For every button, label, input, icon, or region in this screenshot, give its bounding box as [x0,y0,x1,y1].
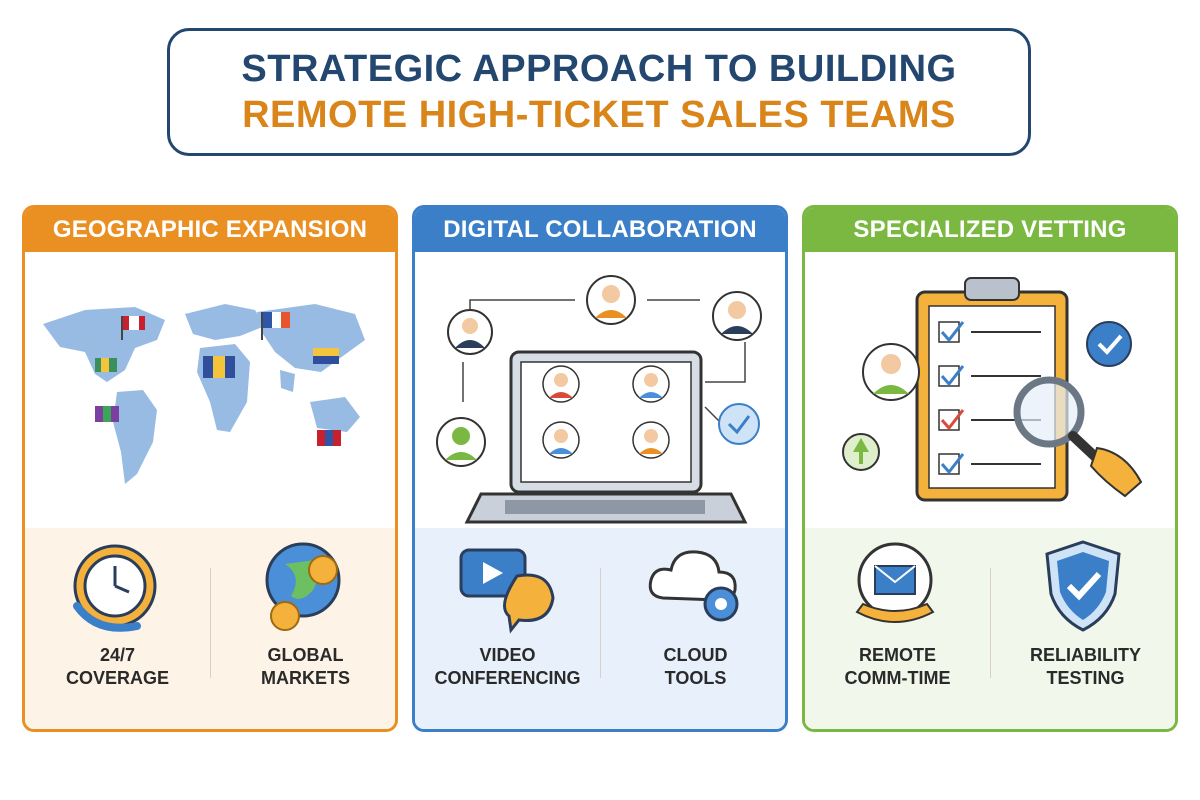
feature-global-markets: GLOBAL MARKETS [213,528,395,729]
feature-label-line1: RELIABILITY [1030,645,1141,665]
avatar [542,421,580,459]
title-line-2: REMOTE HIGH-TICKET SALES TEAMS [242,94,956,136]
divider [990,568,991,678]
flag-icon [121,316,145,340]
feature-cloud-tools: CLOUD TOOLS [603,528,785,729]
feature-24-7-coverage: 24/7 COVERAGE [25,528,210,729]
check-icon [938,321,960,475]
avatar [862,343,920,401]
feature-label-line2: TOOLS [664,668,727,688]
avatar [447,309,493,355]
lightbulb-icon [842,433,880,471]
feature-label-line2: MARKETS [261,668,350,688]
flag-icon [313,348,339,364]
envelope-hand-icon [855,542,935,623]
clipboard-checklist-icon [842,277,1143,502]
panel-header: DIGITAL COLLABORATION [415,208,785,252]
panel-header: GEOGRAPHIC EXPANSION [25,208,395,252]
avatar [542,365,580,403]
features-row: 24/7 COVERAGE GLOBAL MARKETS [25,528,395,729]
panel-specialized-vetting: SPECIALIZED VETTING [802,205,1178,732]
feature-remote-comm-time: REMOTE COMM-TIME [805,528,990,729]
feature-reliability-testing: RELIABILITY TESTING [993,528,1175,729]
feature-label-line1: GLOBAL [267,645,344,665]
avatar [712,291,762,341]
world-map-illustration [25,252,395,534]
globe-coins-icon [265,542,341,631]
flag-icon [261,312,290,340]
cloud-gear-icon [648,550,739,622]
check-badge-icon [1086,321,1132,367]
world-map-icon [43,304,365,484]
flag-icon [317,430,341,446]
panel-digital-collaboration: DIGITAL COLLABORATION [412,205,788,732]
feature-label-line2: COMM-TIME [844,668,951,688]
laptop-network-illustration [415,252,785,534]
avatar [632,365,670,403]
feature-label-line2: COVERAGE [65,668,170,688]
feature-label-line1: VIDEO [479,645,536,665]
avatar [632,421,670,459]
feature-label-line2: CONFERENCING [434,668,581,688]
feature-label-line1: 24/7 [99,645,136,665]
divider [210,568,211,678]
divider [600,568,601,678]
avatar [436,417,486,467]
flag-icon [95,406,119,422]
feature-label-line1: CLOUD [663,645,728,665]
magnifier-icon [1013,376,1143,498]
clock-icon [73,544,157,632]
clipboard-illustration [805,252,1175,534]
panel-geographic-expansion: GEOGRAPHIC EXPANSION [22,205,398,732]
title-line-1: STRATEGIC APPROACH TO BUILDING [241,48,957,90]
flag-icon [203,356,235,378]
chat-icon [718,403,760,445]
title-banner: STRATEGIC APPROACH TO BUILDING REMOTE HI… [167,28,1031,156]
laptop-video-call-icon [436,275,762,524]
laptop [464,350,748,524]
panel-header: SPECIALIZED VETTING [805,208,1175,252]
feature-label-line2: TESTING [1046,668,1125,688]
video-chat-icon [459,548,555,634]
features-row: VIDEO CONFERENCING CLOUD TOOLS [415,528,785,729]
avatar [586,275,636,325]
flag-icon [95,358,117,372]
feature-label-line1: REMOTE [858,645,936,665]
feature-video-conferencing: VIDEO CONFERENCING [415,528,600,729]
features-row: REMOTE COMM-TIME RELIABILITY TESTING [805,528,1175,729]
shield-check-icon [1045,540,1121,632]
